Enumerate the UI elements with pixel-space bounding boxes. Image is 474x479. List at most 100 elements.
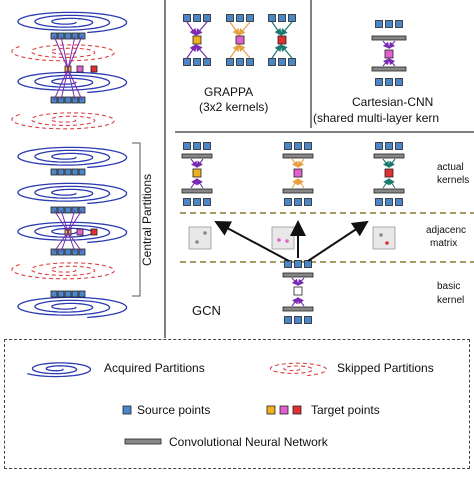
arrow	[382, 178, 390, 189]
arrow	[388, 178, 396, 189]
source-point	[385, 78, 393, 86]
arrow	[297, 277, 305, 286]
cnn-layer	[282, 306, 314, 312]
source-point	[375, 142, 383, 150]
source-point	[50, 168, 58, 176]
source-point	[304, 260, 312, 268]
matrix-entry	[285, 239, 289, 243]
arrow	[388, 58, 396, 67]
arrow	[196, 158, 204, 168]
legend-target-yellow	[266, 405, 276, 415]
link	[67, 231, 76, 253]
source-point	[304, 142, 312, 150]
source-point	[203, 198, 211, 206]
target-point	[76, 228, 84, 236]
cnn-layer	[181, 188, 213, 194]
matrix-entry	[379, 233, 383, 237]
legend-acquired-spiral	[27, 362, 92, 378]
arrow	[238, 21, 251, 36]
legend-source-point	[122, 405, 132, 415]
source-point	[183, 198, 191, 206]
target-point	[90, 65, 98, 73]
source-point	[64, 32, 72, 40]
cnn-layer	[373, 188, 405, 194]
arrow	[186, 21, 197, 36]
source-point	[284, 198, 292, 206]
source-point	[226, 14, 234, 22]
source-point	[385, 20, 393, 28]
source-point	[375, 198, 383, 206]
source-point	[375, 20, 383, 28]
arrow	[382, 40, 390, 49]
cnn-layer	[371, 35, 407, 41]
adjacency-label-1: adjacenc	[426, 225, 467, 236]
source-point	[226, 58, 234, 66]
legend-source-label: Source points	[137, 403, 211, 417]
arrow	[280, 21, 293, 36]
link	[67, 68, 76, 101]
source-point	[395, 20, 403, 28]
acquired-partition-spiral	[17, 71, 128, 94]
adjacency-label-2: matrix	[430, 238, 458, 249]
target-point	[235, 35, 245, 45]
source-point	[71, 168, 79, 176]
cartesian-subtitle: (shared multi-layer kern	[313, 111, 440, 125]
target-point	[384, 168, 394, 178]
source-point	[57, 168, 65, 176]
acquired-partition-spiral	[17, 11, 128, 34]
arrow	[271, 21, 282, 36]
target-placeholder	[293, 286, 303, 296]
target-point	[76, 65, 84, 73]
grappa-subtitle: (3x2 kernels)	[199, 100, 269, 114]
central-partitions-label: Central Partitions	[140, 173, 154, 267]
legend-skipped-label: Skipped Partitions	[337, 361, 434, 375]
cartesian-title: Cartesian-CNN	[352, 95, 434, 109]
source-point	[203, 58, 211, 66]
acquired-partition-spiral	[17, 182, 128, 205]
central-partitions-bracket	[132, 142, 141, 297]
source-point	[193, 58, 201, 66]
arrow	[195, 44, 208, 59]
arrow	[291, 178, 299, 189]
legend	[4, 339, 470, 469]
source-point	[64, 248, 72, 256]
matrix-entry	[277, 238, 281, 242]
source-point	[183, 14, 191, 22]
link	[67, 68, 83, 101]
link	[67, 209, 76, 233]
legend-target-red	[292, 405, 302, 415]
target-point	[192, 35, 202, 45]
acquired-partition-spiral	[17, 221, 128, 244]
source-point	[304, 198, 312, 206]
link	[53, 35, 69, 70]
arrow	[382, 58, 390, 67]
actual-kernels-label-2: kernels	[437, 175, 470, 186]
skipped-partition-spiral	[11, 112, 115, 130]
arrow	[291, 297, 299, 307]
source-point	[395, 78, 403, 86]
arrow	[190, 158, 198, 168]
actual-kernels-label-1: actual	[437, 162, 464, 173]
source-point	[288, 14, 296, 22]
legend-symbols	[27, 362, 327, 445]
gcn-label: GCN	[192, 303, 221, 318]
cnn-layer	[371, 66, 407, 72]
arrow	[388, 40, 396, 49]
source-point	[294, 260, 302, 268]
legend-target-label: Target points	[311, 403, 380, 417]
source-point	[268, 58, 276, 66]
source-point	[183, 142, 191, 150]
target-point	[90, 228, 98, 236]
link	[60, 35, 69, 70]
acquired-partition-spiral	[17, 296, 128, 319]
arrow	[388, 158, 396, 168]
arrow	[229, 44, 240, 59]
adjacency-matrix	[271, 226, 295, 250]
source-point	[375, 78, 383, 86]
arrow	[280, 44, 293, 59]
target-point	[192, 168, 202, 178]
arrow	[297, 158, 305, 168]
arrow	[297, 178, 305, 189]
matrix-entry	[195, 240, 199, 244]
source-point	[64, 206, 72, 214]
